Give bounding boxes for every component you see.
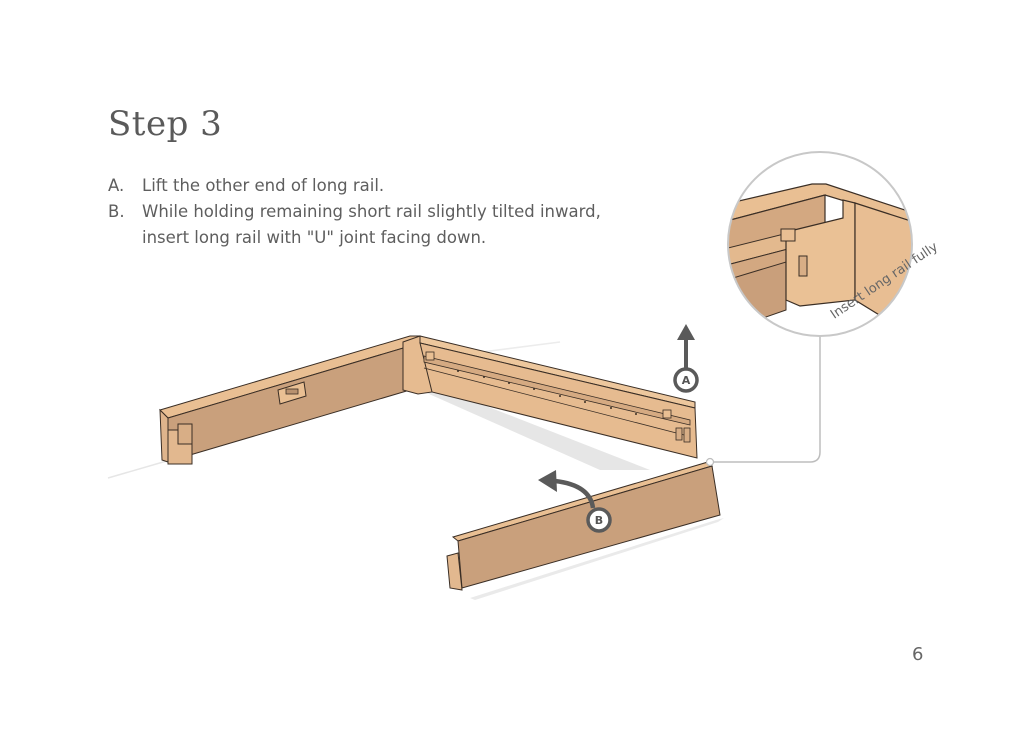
step-letter: B. xyxy=(108,202,125,221)
page-title: Step 3 xyxy=(108,104,223,144)
instruction-list: A. Lift the other end of long rail. B. W… xyxy=(108,173,632,251)
step-text: Lift the other end of long rail. xyxy=(142,176,385,195)
tilt-arrow-icon: B xyxy=(538,470,612,533)
detail-callout-circle xyxy=(727,151,913,337)
step-a: A. Lift the other end of long rail. xyxy=(108,173,632,199)
step-b: B. While holding remaining short rail sl… xyxy=(108,199,632,251)
short-rail-left xyxy=(159,335,421,465)
callout-connector xyxy=(705,335,821,467)
badge-a: A xyxy=(682,374,691,387)
page-number: 6 xyxy=(912,644,924,665)
rail-shadow xyxy=(420,388,650,470)
short-rail-right xyxy=(446,461,724,600)
long-rail xyxy=(419,335,698,459)
lift-arrow-icon: A xyxy=(673,324,699,393)
step-letter: A. xyxy=(108,176,125,195)
step-text: While holding remaining short rail sligh… xyxy=(142,202,601,247)
floor-line xyxy=(107,459,171,479)
badge-b: B xyxy=(595,514,603,527)
